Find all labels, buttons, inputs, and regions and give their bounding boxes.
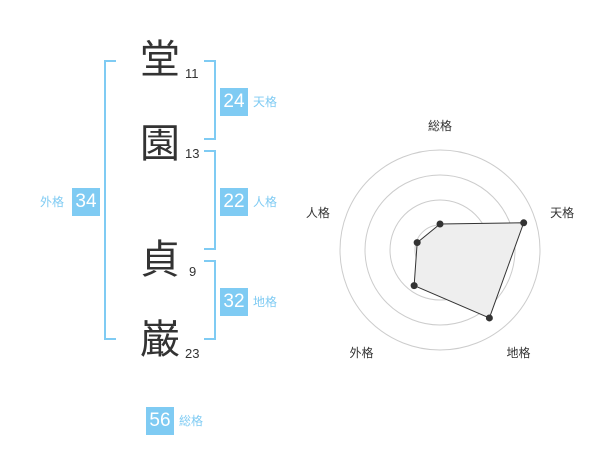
tenkaku-value: 24 <box>220 88 248 116</box>
soukaku-label: 総格 <box>179 414 204 428</box>
jinkaku-bracket <box>204 150 216 250</box>
radar-ring <box>364 174 516 326</box>
gaikaku-label: 外格 <box>40 195 65 209</box>
soukaku-value: 56 <box>146 407 174 435</box>
stroke-count-1: 11 <box>185 66 199 81</box>
jinkaku-value: 22 <box>220 188 248 216</box>
gaikaku-bracket <box>104 60 116 340</box>
name-char-2: 園 <box>140 121 180 167</box>
gaikaku-value: 34 <box>72 188 100 216</box>
tenkaku-label: 天格 <box>253 95 278 109</box>
radar-point-2 <box>520 219 528 227</box>
radar-data-polygon <box>413 222 525 319</box>
stroke-count-2: 13 <box>185 146 200 161</box>
name-char-3: 貞 <box>140 237 180 283</box>
radar-points <box>410 219 528 322</box>
radar-axis-label-3: 地格 <box>507 345 531 360</box>
chikaku-bracket <box>204 260 216 340</box>
radar-axis-label-2: 天格 <box>550 205 574 220</box>
chikaku-label: 地格 <box>253 295 278 309</box>
radar-point-1 <box>436 220 444 228</box>
stroke-count-4: 23 <box>185 346 200 361</box>
stroke-count-3: 9 <box>189 264 197 279</box>
radar-grid <box>339 149 541 351</box>
name-char-1: 堂 <box>140 37 180 83</box>
tenkaku-bracket <box>204 60 216 140</box>
jinkaku-label: 人格 <box>253 195 278 209</box>
radar-point-4 <box>410 282 418 290</box>
radar-ring <box>339 149 541 351</box>
radar-axis-label-4: 外格 <box>349 345 373 360</box>
radar-axis-label-1: 総格 <box>428 118 452 133</box>
radar-point-5 <box>413 239 421 247</box>
radar-axis-label-5: 人格 <box>306 205 330 220</box>
chikaku-value: 32 <box>220 288 248 316</box>
name-char-4: 巌 <box>140 317 180 363</box>
radar-point-3 <box>485 314 493 322</box>
